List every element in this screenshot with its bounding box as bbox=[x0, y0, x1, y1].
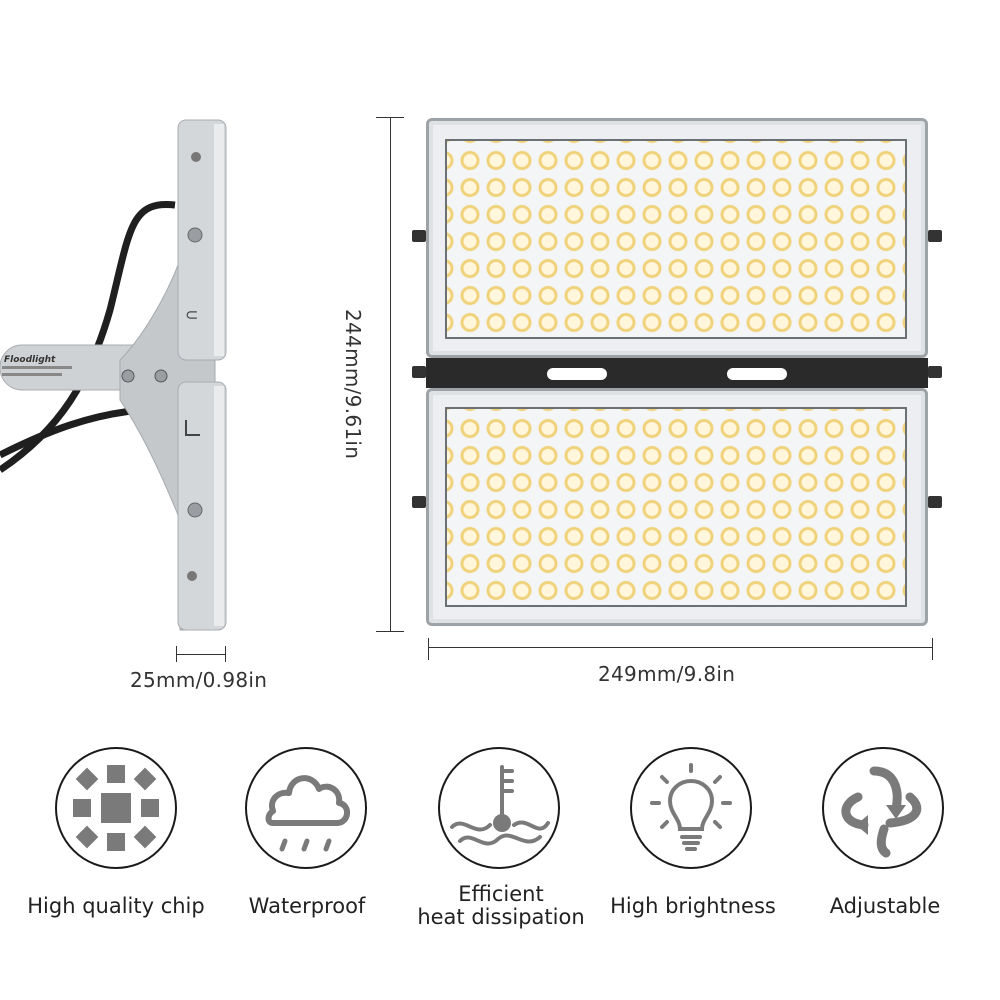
rain-cloud-icon bbox=[265, 775, 350, 852]
height-dimension-line bbox=[376, 117, 404, 632]
led-array-bottom bbox=[445, 407, 907, 607]
led-array-top bbox=[445, 139, 907, 339]
side-width-dimension-label: 25mm/0.98in bbox=[130, 668, 268, 692]
svg-text:Floodlight: Floodlight bbox=[4, 355, 56, 365]
feature-chip-circle bbox=[55, 747, 177, 869]
chip-icon bbox=[73, 765, 159, 851]
feature-adjustable-circle bbox=[822, 747, 944, 869]
feature-label-heat: Efficient heat dissipation bbox=[405, 883, 597, 929]
light-bulb-icon bbox=[650, 763, 732, 851]
led-panel-bottom bbox=[426, 388, 928, 626]
led-panel-top bbox=[426, 118, 928, 358]
feature-label-heat-line2: heat dissipation bbox=[417, 905, 585, 929]
side-view-illustration: Floodlight ⊂ bbox=[0, 110, 240, 640]
feature-label-brightness: High brightness bbox=[610, 894, 776, 918]
width-dimension-line bbox=[428, 638, 933, 660]
feature-label-heat-line1: Efficient bbox=[458, 882, 544, 906]
feature-brightness-circle bbox=[630, 747, 752, 869]
side-width-dimension-line bbox=[176, 646, 226, 662]
feature-heat-circle bbox=[438, 747, 560, 869]
heat-dissipation-icon bbox=[450, 765, 550, 846]
width-dimension-label: 249mm/9.8in bbox=[598, 662, 736, 686]
feature-label-chip: High quality chip bbox=[27, 894, 205, 918]
height-dimension-label: 244mm/9.61in bbox=[341, 309, 365, 460]
rotation-arrows-icon bbox=[841, 766, 922, 858]
floodlight-front-view bbox=[412, 118, 942, 633]
feature-waterproof-circle bbox=[245, 747, 367, 869]
svg-text:⊂: ⊂ bbox=[185, 305, 198, 324]
floodlight-side-view: Floodlight ⊂ bbox=[0, 119, 227, 631]
feature-label-adjustable: Adjustable bbox=[829, 894, 941, 918]
feature-label-waterproof: Waterproof bbox=[248, 894, 366, 918]
